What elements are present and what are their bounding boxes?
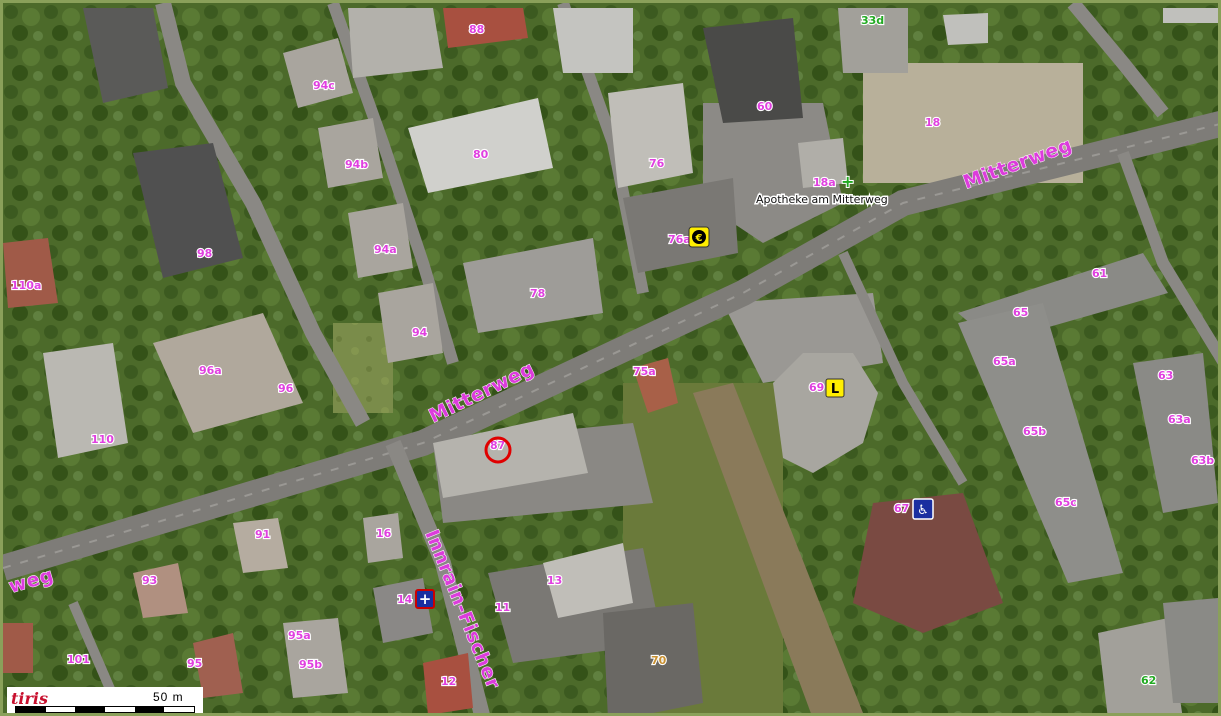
side-road	[155, 3, 370, 427]
house-number: 78	[530, 287, 545, 300]
scale-ruler	[15, 706, 195, 713]
house-number: 94b	[345, 158, 368, 171]
pharmacy-poi[interactable]: + Apotheke am Mitterweg	[755, 171, 890, 208]
house-number: 96a	[199, 364, 222, 377]
house-number: 18a	[813, 176, 836, 189]
house-number: 88	[469, 23, 484, 36]
house-number: 95a	[288, 629, 311, 642]
doctor-icon-bg	[415, 589, 435, 609]
house-number: 94a	[374, 243, 397, 256]
doctor-icon: +	[419, 590, 432, 608]
house-number: 65a	[993, 355, 1016, 368]
house-number: 87	[490, 439, 505, 452]
house-number: 95b	[299, 658, 322, 671]
house-number: 91	[255, 528, 270, 541]
care-icon-bg	[912, 498, 934, 520]
pharmacy-icon: +	[841, 172, 854, 191]
house-number: 65b	[1023, 425, 1046, 438]
paved-area	[703, 103, 843, 243]
care-facility-poi[interactable]: ♿	[912, 498, 934, 520]
road-marking	[3, 123, 1218, 569]
house-number: 14	[397, 593, 413, 606]
house-number: 98	[197, 247, 212, 260]
house-number: 70	[651, 654, 667, 667]
house-number: 110a	[11, 279, 41, 292]
house-number: 18	[925, 116, 940, 129]
pharmacy-label: Apotheke am Mitterweg	[756, 193, 888, 206]
house-number: 62	[1141, 674, 1156, 687]
euro-icon: €	[695, 233, 703, 244]
road-fischer	[385, 439, 490, 713]
side-road	[1117, 150, 1218, 365]
house-number: 69	[809, 381, 824, 394]
grocery-icon-bg	[825, 378, 845, 398]
house-number: 12	[441, 675, 456, 688]
house-number: 65	[1013, 306, 1028, 319]
house-number: 80	[473, 148, 489, 161]
house-number: 63b	[1191, 454, 1214, 467]
house-number: 94c	[313, 79, 335, 92]
house-number: 63a	[1168, 413, 1191, 426]
house-number: 13	[547, 574, 562, 587]
scale-bar: tiris 50 m	[7, 687, 203, 713]
house-number: 33d	[861, 14, 884, 27]
house-number: 110	[91, 433, 114, 446]
house-number: 94	[412, 326, 428, 339]
map-canvas[interactable]: Mitterweg Mitterweg weg Innrain-Fischer …	[3, 3, 1221, 716]
house-number: 93	[142, 574, 157, 587]
scale-distance-label: 50 m	[153, 690, 184, 704]
house-number: 67	[894, 502, 909, 515]
grocery-poi[interactable]: L	[825, 378, 845, 398]
house-number: 76	[649, 157, 665, 170]
buildings	[3, 8, 1218, 713]
tiris-logo: tiris	[11, 689, 48, 708]
house-number: 101	[67, 653, 90, 666]
house-number: 63	[1158, 369, 1173, 382]
house-number: 75a	[633, 365, 656, 378]
side-road	[1067, 3, 1169, 118]
house-number: 65c	[1055, 496, 1077, 509]
house-number: 95	[187, 657, 202, 670]
house-number: 16	[376, 527, 392, 540]
location-marker-icon[interactable]	[484, 436, 512, 464]
house-number: 76a	[668, 233, 691, 246]
field-path	[693, 383, 863, 713]
doctor-poi[interactable]: +	[415, 589, 435, 609]
house-number: 11	[495, 601, 510, 614]
side-road	[838, 250, 968, 486]
house-number-labels: 88 94c 80 60 33d 18 94b 76 18a 98 94a 76…	[10, 13, 1216, 689]
accessibility-icon: ♿	[917, 503, 929, 518]
house-number: 60	[757, 100, 773, 113]
house-number: 61	[1092, 267, 1107, 280]
atm-poi[interactable]: €	[688, 226, 710, 248]
house-number: 96	[278, 382, 294, 395]
atm-icon	[692, 230, 706, 244]
grocery-icon: L	[831, 382, 839, 397]
